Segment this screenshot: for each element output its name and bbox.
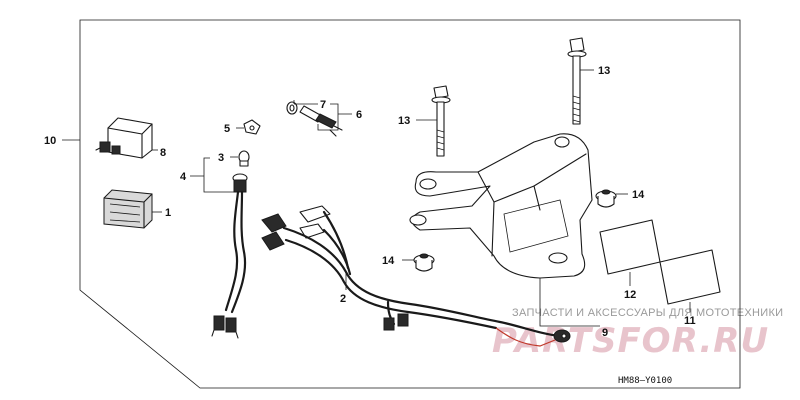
callout-7: 7: [320, 99, 326, 111]
callout-4: 4: [180, 171, 187, 183]
callout-13a: 13: [398, 115, 410, 127]
part-8-unit: [95, 117, 153, 159]
watermark-brand: PARTSFOR.RU: [492, 321, 769, 361]
callout-8: 8: [160, 147, 166, 159]
callout-1: 1: [165, 207, 171, 219]
part-13-bolt-b: [567, 37, 587, 125]
part-5-clip: [243, 119, 261, 135]
part-12-label: [599, 219, 661, 275]
part-13-bolt-a: [431, 85, 451, 157]
part-6-7-sensor: [286, 101, 343, 137]
callout-12: 12: [624, 289, 636, 301]
callout-11: 11: [684, 315, 696, 327]
leader-9: [539, 278, 600, 327]
part-14-grommet-b: [413, 253, 435, 272]
callout-5: 5: [224, 123, 230, 135]
callout-9: 9: [602, 327, 608, 339]
callout-10: 10: [44, 135, 56, 147]
watermark-top-text: ЗАПЧАСТИ И АКСЕССУАРЫ ДЛЯ МОТОТЕХНИКИ: [512, 307, 783, 319]
part-14-grommet-a: [595, 189, 617, 208]
callout-13b: 13: [598, 65, 610, 77]
part-11-label: [659, 249, 721, 305]
part-2-harness: [261, 205, 571, 347]
part-3-bulb: [238, 150, 250, 167]
part-1-mount: [103, 189, 153, 229]
callout-6: 6: [356, 109, 362, 121]
callout-14b: 14: [382, 255, 395, 267]
callout-3: 3: [218, 152, 224, 164]
leader-6: [317, 113, 352, 131]
callout-14a: 14: [632, 189, 645, 201]
part-4-socket-lead: [211, 173, 248, 339]
main-bracket: [409, 133, 593, 279]
callout-2: 2: [340, 293, 346, 305]
leader-4: [190, 157, 236, 193]
diagram-code: HM88–Y0100: [618, 376, 672, 386]
frame-outline: [79, 19, 741, 389]
leader-7: [293, 100, 339, 114]
